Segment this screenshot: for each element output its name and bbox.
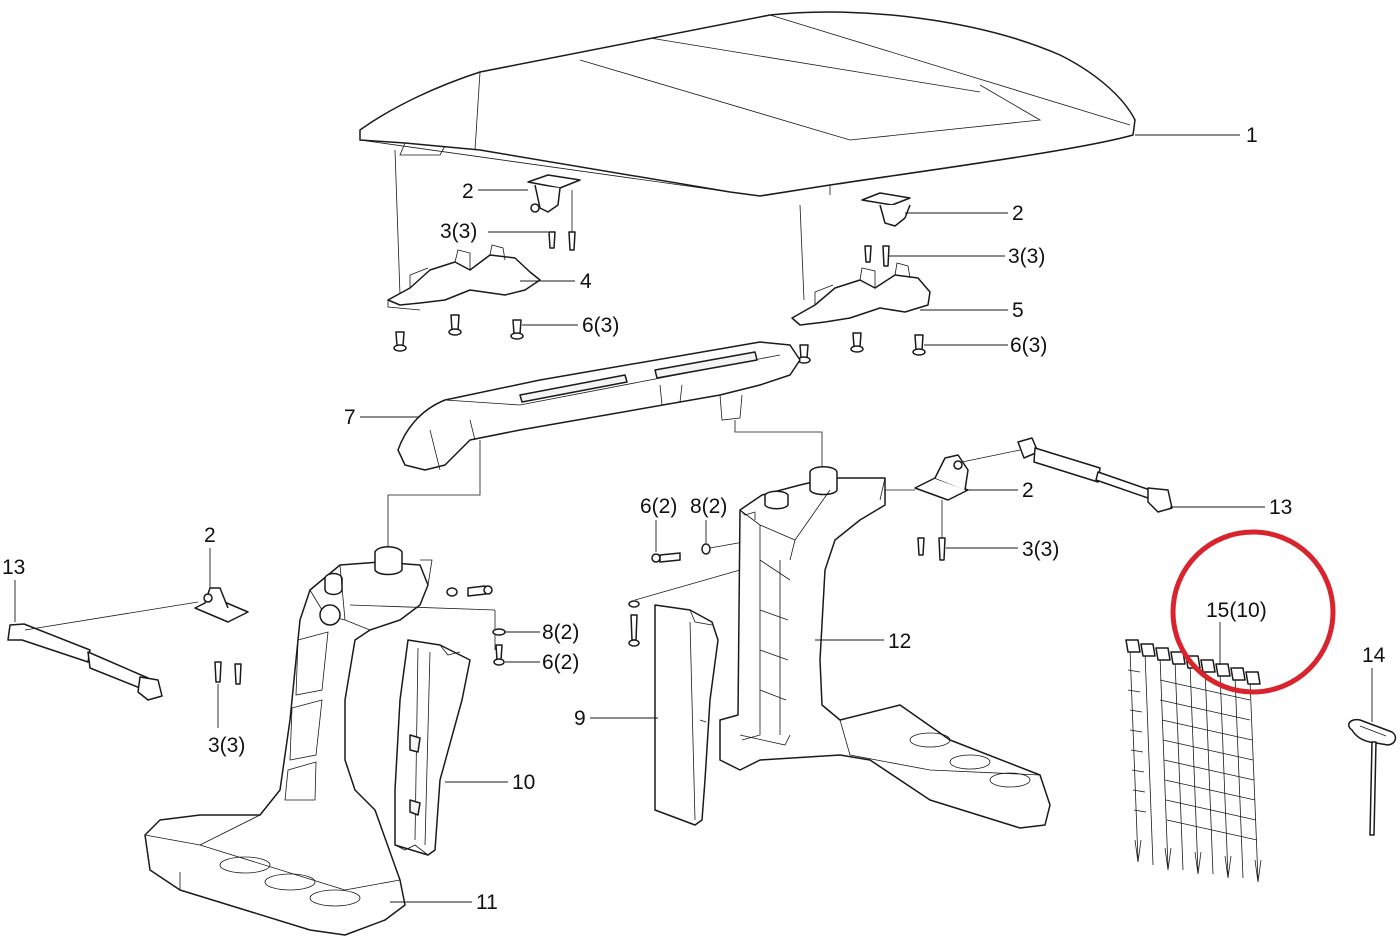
label-8-right: 8(2) bbox=[690, 495, 727, 518]
label-2-left-post: 2 bbox=[204, 524, 216, 547]
label-15: 15(10) bbox=[1206, 599, 1267, 622]
label-6-left: 6(3) bbox=[582, 314, 619, 337]
part-12-right-post bbox=[719, 466, 1051, 829]
label-3-lower-left: 3(3) bbox=[208, 734, 245, 757]
label-13-right: 13 bbox=[1269, 496, 1292, 519]
part-2-bracket-upper-right bbox=[861, 192, 911, 227]
label-2-upper-right: 2 bbox=[1012, 202, 1024, 225]
part-2-bracket-right-post bbox=[914, 454, 969, 501]
highlight-circle bbox=[1170, 529, 1336, 695]
label-3-upper-right: 3(3) bbox=[1008, 245, 1045, 268]
part-2-bracket-upper-left bbox=[527, 174, 581, 213]
label-13-left: 13 bbox=[2, 556, 25, 579]
screw-6-right-post-lower bbox=[628, 600, 640, 647]
label-6-left-post: 6(2) bbox=[542, 651, 579, 674]
part-4-left-rail bbox=[387, 244, 541, 311]
screws-6-left bbox=[393, 314, 524, 352]
part-13-gas-strut-right bbox=[1017, 437, 1173, 513]
screws-6-right bbox=[797, 332, 926, 364]
washer-8-right bbox=[701, 543, 711, 555]
label-5: 5 bbox=[1012, 299, 1024, 322]
part-13-gas-strut-left bbox=[7, 623, 163, 701]
label-3-upper-left: 3(3) bbox=[440, 220, 477, 243]
label-14: 14 bbox=[1362, 644, 1386, 667]
part-9-right-panel bbox=[654, 604, 719, 826]
label-1: 1 bbox=[1246, 124, 1258, 147]
screw-6-left-post-upper bbox=[446, 585, 493, 597]
label-12: 12 bbox=[888, 630, 911, 653]
screws-3-upper-left bbox=[548, 190, 576, 251]
screws-3-lower-left bbox=[214, 661, 242, 685]
label-10: 10 bbox=[512, 771, 535, 794]
part-15-ground-screws bbox=[1125, 639, 1262, 883]
label-2-right-post: 2 bbox=[1022, 479, 1034, 502]
washer-8-left bbox=[492, 628, 506, 636]
label-6-right: 6(3) bbox=[1010, 334, 1047, 357]
label-7: 7 bbox=[344, 406, 356, 429]
label-6-right-post: 6(2) bbox=[640, 495, 677, 518]
screw-6-right-post bbox=[651, 552, 681, 563]
label-8-left: 8(2) bbox=[542, 621, 579, 644]
part-1-roof bbox=[359, 11, 1136, 197]
screws-3-right-post bbox=[917, 500, 946, 561]
screw-6-left-post-lower bbox=[493, 644, 505, 666]
part-11-left-post bbox=[144, 546, 433, 936]
label-9: 9 bbox=[574, 707, 586, 730]
label-3-right-post: 3(3) bbox=[1022, 538, 1059, 561]
part-5-right-rail bbox=[791, 262, 931, 326]
part-10-left-panel bbox=[394, 639, 471, 856]
part-2-bracket-left-post bbox=[194, 587, 249, 623]
label-11: 11 bbox=[476, 891, 498, 914]
part-14-key bbox=[1348, 718, 1397, 836]
label-2-upper-left: 2 bbox=[462, 180, 474, 203]
part-7-cross-beam bbox=[397, 341, 801, 471]
screws-3-upper-right bbox=[864, 245, 890, 267]
label-4: 4 bbox=[580, 270, 592, 293]
